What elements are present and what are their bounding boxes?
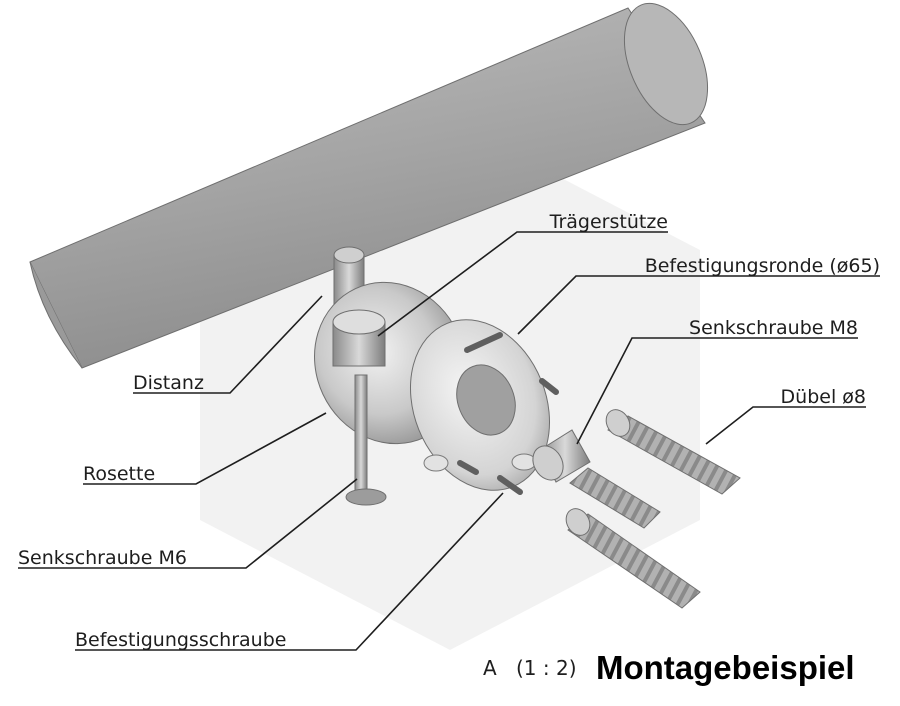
label-duebel: Dübel ø8 (781, 386, 866, 408)
view-title: Montagebeispiel (596, 649, 855, 686)
leader-distanz (133, 295, 323, 394)
leader-rosette (83, 412, 327, 485)
label-befestigungsronde: Befestigungsronde (ø65) (645, 255, 880, 277)
leader-lines (18, 231, 880, 651)
label-senkschraube-m8: Senkschraube M8 (689, 317, 858, 339)
label-rosette: Rosette (83, 463, 155, 485)
befestigungsschraube-pins (457, 332, 559, 495)
label-befestigungsschraube: Befestigungsschraube (75, 629, 286, 651)
traegerstuetze-cylinder (332, 309, 386, 367)
view-name: A (483, 656, 497, 680)
duebel-plugs (565, 409, 741, 609)
leader-traegerstuetze (377, 231, 668, 337)
view-scale: (1 : 2) (516, 656, 577, 680)
leader-senkschraube-m6 (18, 478, 358, 569)
senkschraube-m6-screw (345, 374, 387, 506)
befestigungsronde-plate (409, 319, 551, 491)
leader-senkschraube-m8 (576, 337, 858, 445)
leader-befestigungsschraube (75, 492, 504, 651)
leader-duebel (705, 406, 866, 445)
label-distanz: Distanz (133, 372, 204, 394)
handrail-tube (29, 2, 709, 369)
leader-befestigungsronde (517, 275, 880, 335)
label-traegerstuetze: Trägerstütze (549, 211, 668, 233)
label-senkschraube-m6: Senkschraube M6 (18, 547, 187, 569)
